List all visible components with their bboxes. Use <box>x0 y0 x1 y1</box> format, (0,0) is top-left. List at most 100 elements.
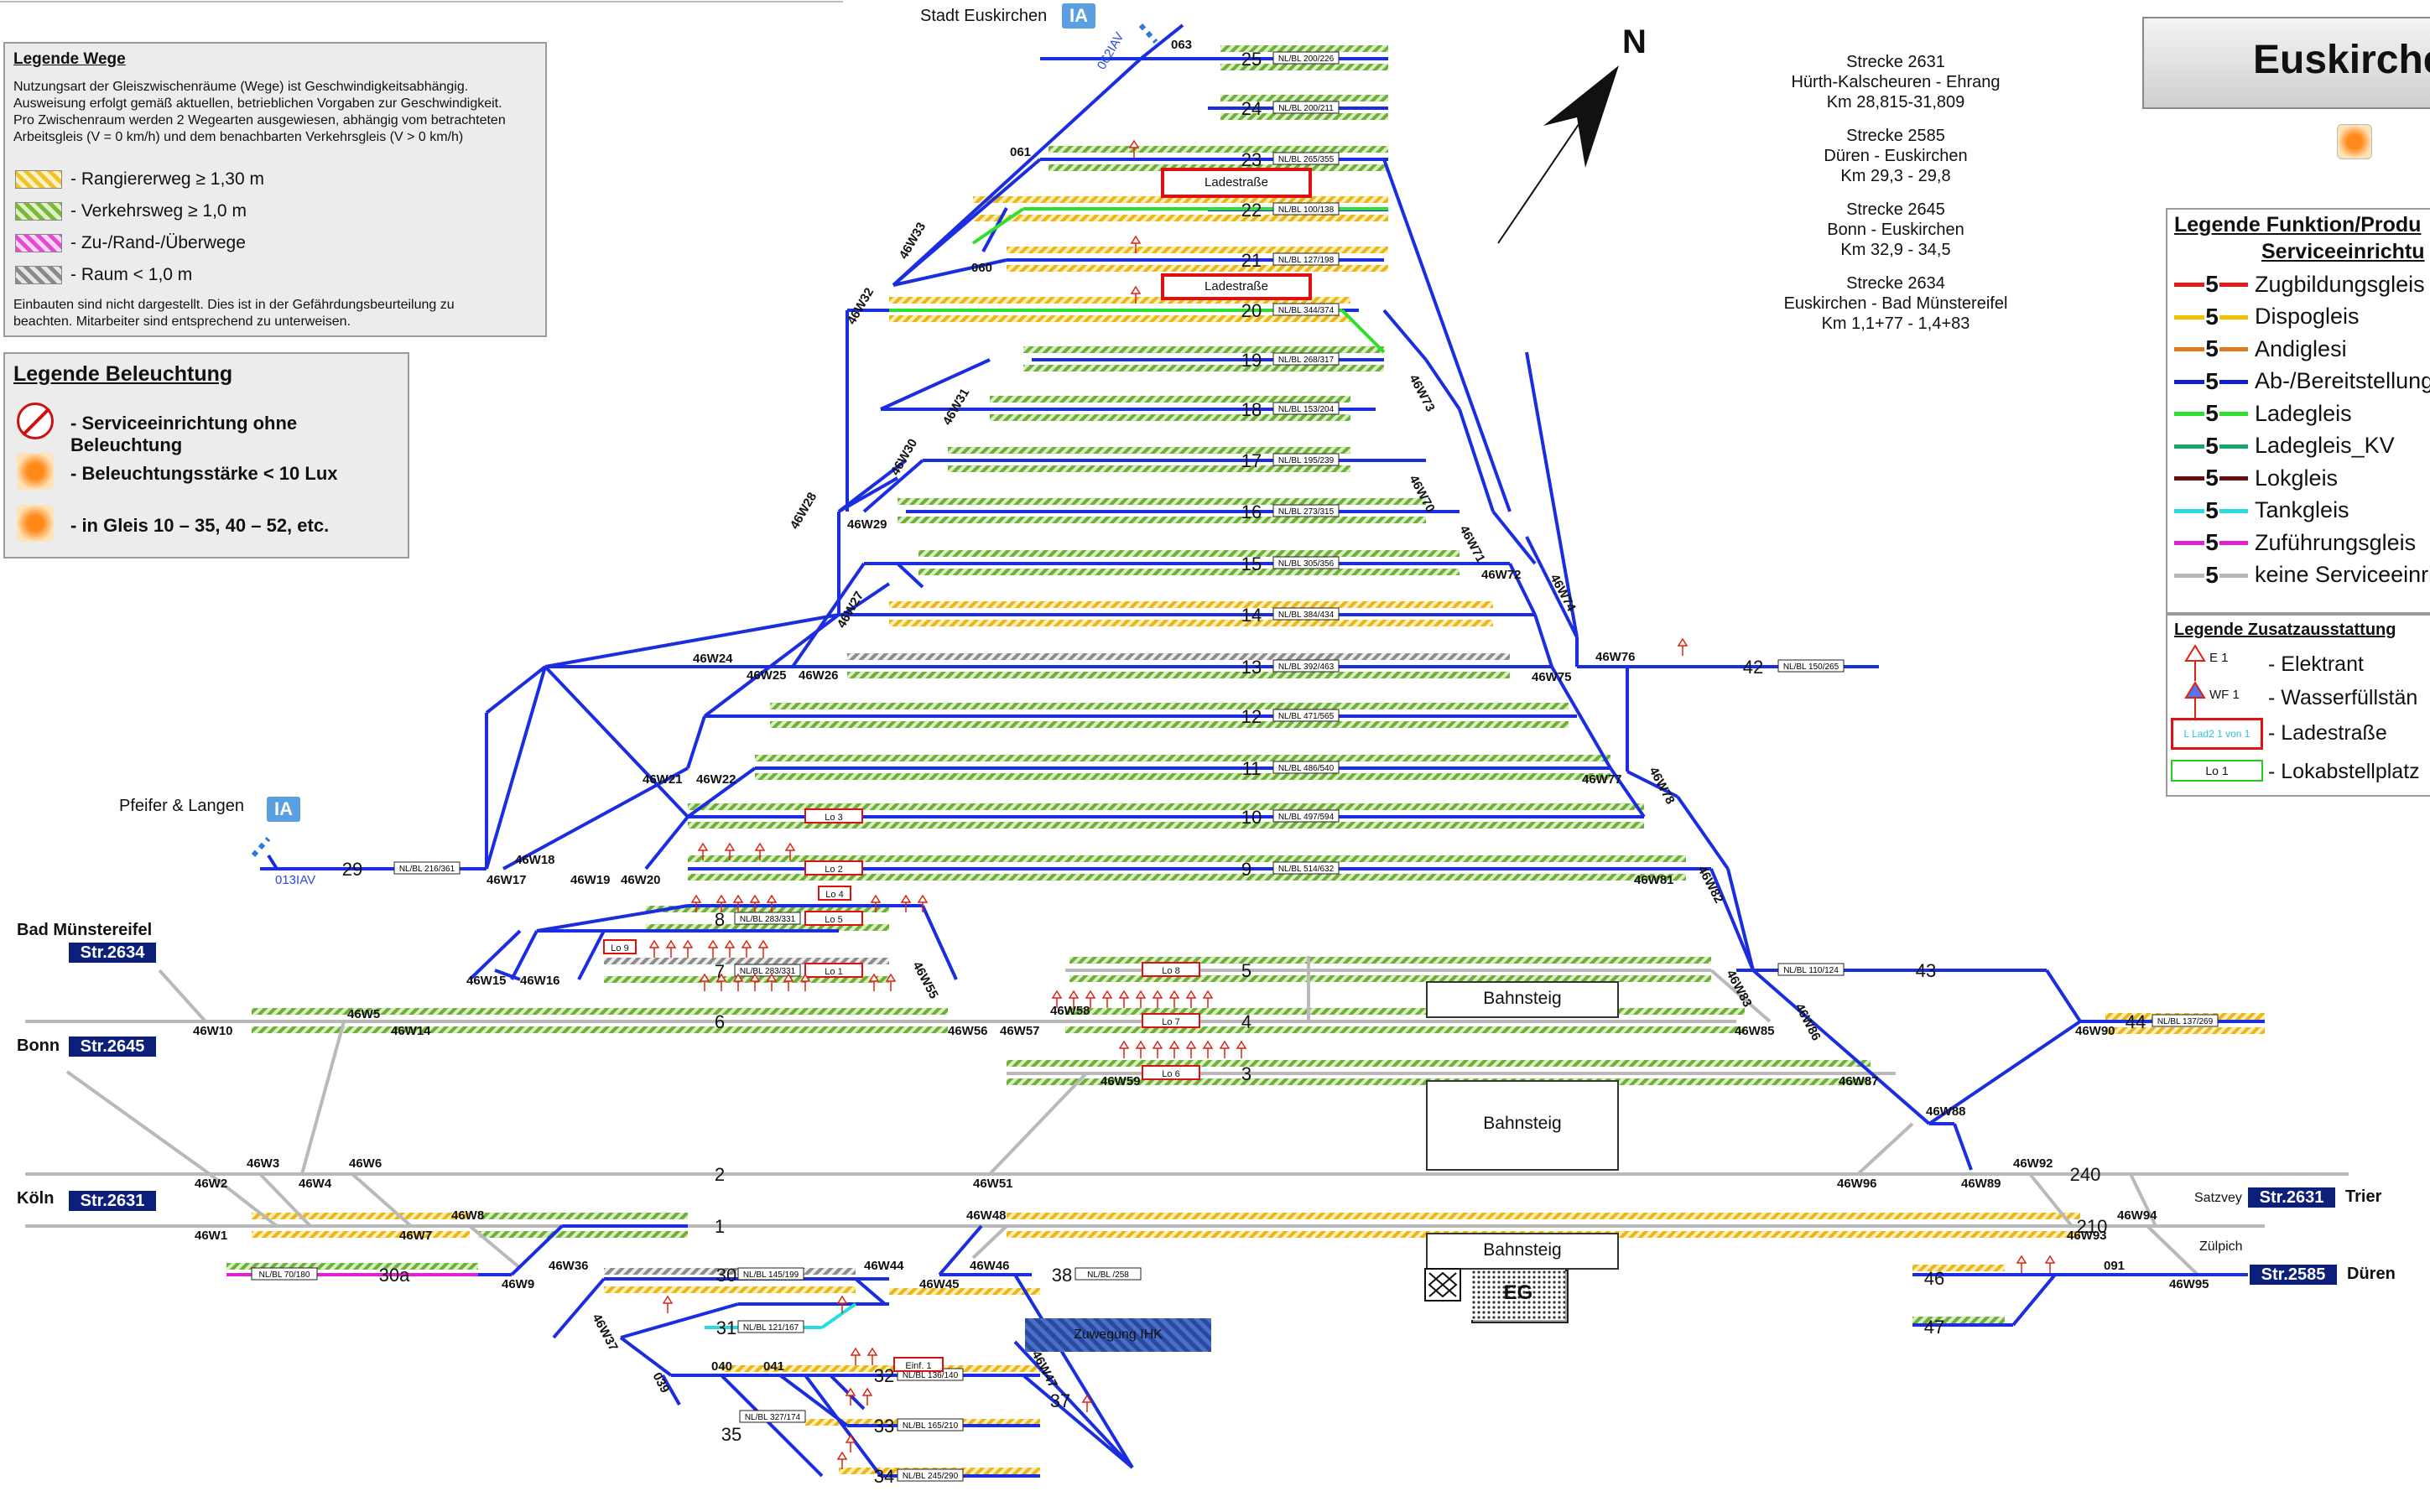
elektrant-icon <box>799 973 811 991</box>
nlbl-text: NL/BL 265/355 <box>1278 155 1335 164</box>
function-line-swatch: 5 <box>2174 335 2248 363</box>
track-number: 34 <box>874 1466 894 1487</box>
track-number: 29 <box>342 859 362 880</box>
track-number: 3 <box>1241 1063 1251 1084</box>
walkway-band <box>1069 957 1711 964</box>
switch-label: 46W3 <box>247 1156 279 1171</box>
track-number: 9 <box>1241 859 1251 880</box>
switch-label: 46W20 <box>621 873 661 887</box>
legend-funktion-label: Ladegleis_KV <box>2255 433 2395 458</box>
eg-pattern <box>1471 1270 1565 1320</box>
elektrant-icon <box>861 1387 873 1405</box>
station-title: Euskirchen <box>2253 38 2430 82</box>
track-number: 44 <box>2126 1011 2146 1032</box>
nlbl-box: NL/BL 195/239 <box>1272 453 1340 466</box>
wasser-label: - Wasserfüllstän <box>2268 686 2418 709</box>
wasser-symbol-icon <box>2184 681 2206 718</box>
legend-wege-item: - Rangiererweg ≥ 1,30 m <box>15 169 264 190</box>
switch-label: 46W90 <box>2075 1024 2115 1038</box>
nlbl-text: NL/BL 200/211 <box>1278 104 1334 113</box>
track-number: 15 <box>1241 553 1262 574</box>
lokabstell-box <box>1142 1065 1200 1080</box>
walkway-band <box>1069 975 1711 982</box>
zuwegung-box: Zuwegung IHK <box>1025 1318 1211 1352</box>
elektrant-icon <box>1152 990 1163 1008</box>
lokabstell-box <box>603 939 637 954</box>
lokabstell-box <box>804 911 863 926</box>
switch-label: 46W15 <box>466 974 507 988</box>
track-number: 25 <box>1241 49 1262 70</box>
switch-label: 46W93 <box>2067 1229 2107 1243</box>
walkway-band <box>721 1365 1040 1372</box>
bahnsteig-box: Bahnsteig <box>1426 1233 1619 1270</box>
ladestrasse-box: Ladestraße <box>1161 273 1312 300</box>
elektrant-icon <box>1081 1394 1093 1412</box>
lokabstell-label: Einf. 1 <box>905 1361 931 1371</box>
lokabstell-label: Lo 5 <box>825 915 842 925</box>
track-number: 23 <box>1241 149 1262 170</box>
walkway-band <box>990 414 1350 421</box>
lokabstell-box <box>804 860 863 876</box>
walkway-band <box>889 297 1350 304</box>
walkway-band <box>1220 95 1388 101</box>
track-number: 33 <box>874 1416 894 1437</box>
walkway-band <box>847 653 1510 660</box>
walkway-band <box>770 721 1569 728</box>
line-badge: Str.2645 <box>69 1037 156 1057</box>
ia-track-label: 062IAV <box>1095 30 1127 72</box>
switch-label: 46W21 <box>643 772 683 787</box>
nlbl-text: NL/BL 110/124 <box>1783 966 1839 975</box>
nlbl-box: NL/BL 121/167 <box>737 1320 804 1333</box>
walkway-band <box>889 601 1493 608</box>
light-bulb-icon <box>2337 124 2372 159</box>
nlbl-text: NL/BL 245/290 <box>903 1472 959 1481</box>
elektrant-icon <box>1219 1040 1231 1058</box>
nlbl-box: NL/BL 216/361 <box>393 861 461 875</box>
line-badge: Str.2631 <box>69 1191 156 1211</box>
elektrant-icon <box>741 939 752 958</box>
line-badge: Str.2631 <box>2248 1187 2335 1208</box>
nlbl-text: NL/BL 273/315 <box>1278 507 1335 517</box>
track-number: 18 <box>1241 399 1262 420</box>
elektrant-icon <box>866 1347 878 1365</box>
switch-label: 060 <box>971 261 992 275</box>
elektrant-icon <box>1168 990 1180 1008</box>
nlbl-box: NL/BL 200/226 <box>1272 51 1340 65</box>
switch-label: 46W96 <box>1837 1177 1877 1191</box>
elektrant-icon <box>749 894 761 912</box>
legend-wege-intro: Nutzungsart der Gleiszwischenräume (Wege… <box>13 80 506 144</box>
ia-connector <box>1138 23 1158 44</box>
switch-label: 46W5 <box>347 1007 380 1021</box>
walkway-band <box>1048 146 1388 153</box>
nlbl-text: NL/BL 283/331 <box>740 915 796 924</box>
legend-beleuchtung-item: - in Gleis 10 – 35, 40 – 52, etc. <box>70 515 330 536</box>
light-bulb-icon <box>17 453 54 490</box>
switch-label: 46W92 <box>2013 1156 2053 1171</box>
track-number: 2 <box>715 1164 725 1185</box>
nlbl-text: NL/BL 268/317 <box>1278 356 1335 365</box>
nlbl-box: NL/BL 344/374 <box>1272 303 1340 316</box>
nlbl-box: NL/BL 137/269 <box>2152 1014 2219 1027</box>
switch-label: 46W82 <box>1694 864 1725 906</box>
switch-label: 46W25 <box>747 668 787 683</box>
elektrant-icon <box>1085 990 1096 1008</box>
switch-label: 46W45 <box>919 1277 960 1291</box>
nlbl-text: NL/BL 153/204 <box>1278 405 1335 414</box>
switch-label: 46W29 <box>847 517 887 532</box>
elektrant-icon <box>836 1295 848 1313</box>
walkway-band <box>478 1213 688 1219</box>
switch-label: 46W30 <box>888 436 920 478</box>
legend-funktion-title: Legende Funktion/Produ <box>2174 213 2422 236</box>
walkway-band <box>755 773 1610 780</box>
switch-label: 46W31 <box>940 386 972 428</box>
switch-label: 46W17 <box>487 873 527 887</box>
ia-badge: IA <box>1062 3 1095 29</box>
function-line-swatch: 5 <box>2174 496 2248 525</box>
lokabstell-label: Lo 2 <box>825 865 842 875</box>
nlbl-text: NL/BL 136/140 <box>903 1371 959 1380</box>
elektrant-icon <box>783 973 794 991</box>
nlbl-box: NL/BL 110/124 <box>1777 963 1845 976</box>
